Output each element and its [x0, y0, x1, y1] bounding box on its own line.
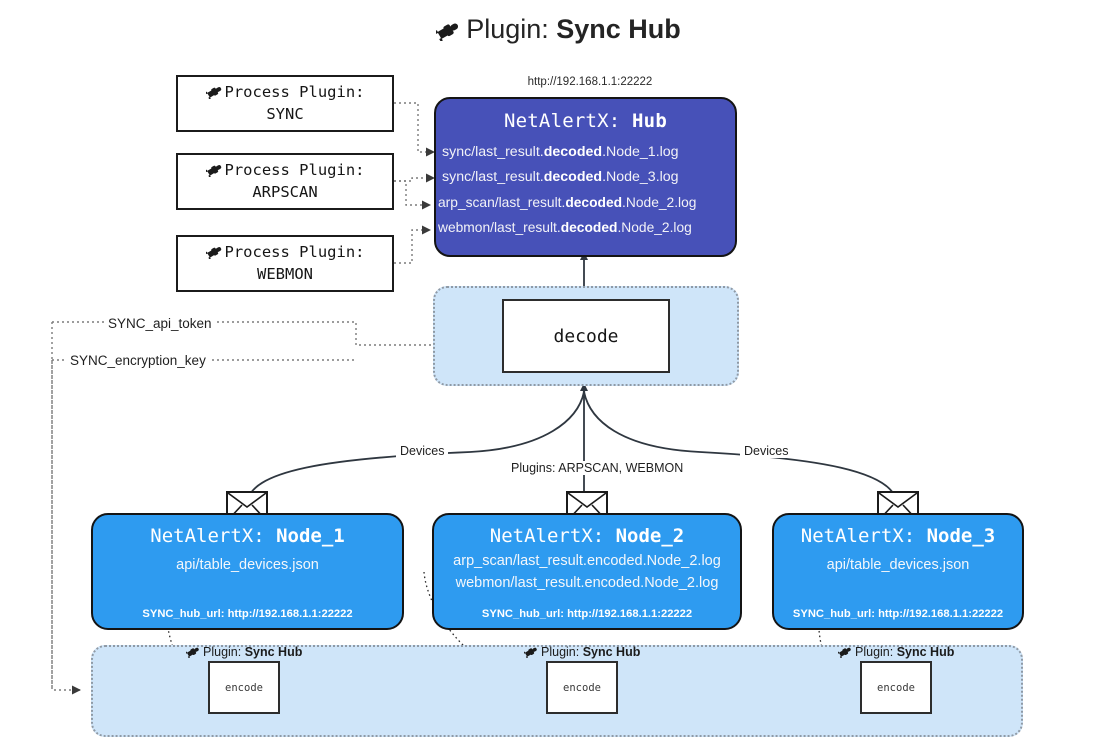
row-post: .Node_3.log: [602, 169, 679, 186]
process-plugin-arpscan[interactable]: Process Plugin: ARPSCAN: [176, 153, 394, 210]
label-sync-encryption-key: SYNC_encryption_key: [66, 353, 210, 368]
node-header-name: Node_1: [276, 525, 345, 547]
encode-3-caption: Plugin: Sync Hub: [837, 645, 955, 661]
node-3[interactable]: NetAlertX: Node_3 api/table_devices.json…: [772, 513, 1024, 630]
page-title: Plugin: Sync Hub: [0, 14, 1117, 48]
node-1-line: api/table_devices.json: [176, 557, 319, 573]
hub-row-list: sync/last_result.decoded.Node_1.log sync…: [436, 139, 735, 241]
node-2[interactable]: NetAlertX: Node_2 arp_scan/last_result.e…: [432, 513, 742, 630]
row-pre: webmon/last_result.: [438, 219, 561, 235]
title-prefix: Plugin:: [466, 14, 557, 44]
row-bold: decoded: [543, 169, 603, 186]
caption-prefix: Plugin:: [541, 645, 583, 659]
plug-icon: [204, 162, 224, 183]
hub-header-prefix: NetAlertX:: [504, 110, 633, 132]
process-plugin-arpscan-line2: ARPSCAN: [252, 182, 318, 201]
hub-node[interactable]: NetAlertX: Hub sync/last_result.decoded.…: [434, 97, 737, 257]
caption-name: Sync Hub: [896, 645, 955, 659]
plug-icon: [204, 84, 224, 105]
node-1-header: NetAlertX: Node_1: [93, 525, 402, 547]
row-pre: sync/last_result.: [442, 143, 544, 160]
node-2-header: NetAlertX: Node_2: [434, 525, 740, 547]
node-header-name: Node_3: [926, 525, 996, 547]
row-bold: decoded: [560, 219, 618, 235]
node-header-prefix: NetAlertX:: [800, 525, 927, 547]
node-2-line: webmon/last_result.encoded.Node_2.log: [455, 575, 719, 591]
node-3-line: api/table_devices.json: [826, 557, 970, 573]
caption-name: Sync Hub: [244, 645, 303, 659]
row-post: .Node_2.log: [617, 219, 692, 235]
encode-box-1[interactable]: encode: [208, 661, 280, 714]
node-header-prefix: NetAlertX:: [489, 525, 616, 547]
edge-label-devices-right: Devices: [740, 444, 793, 458]
hub-row: sync/last_result.decoded.Node_3.log: [436, 165, 735, 191]
hub-row: webmon/last_result.decoded.Node_2.log: [436, 215, 735, 240]
node-2-line: arp_scan/last_result.encoded.Node_2.log: [453, 553, 721, 569]
caption-prefix: Plugin:: [855, 645, 897, 659]
process-plugin-webmon-line1: Process Plugin:: [204, 242, 365, 265]
caption-prefix: Plugin:: [203, 645, 245, 659]
row-pre: arp_scan/last_result.: [438, 194, 566, 210]
hub-header: NetAlertX: Hub: [436, 110, 735, 132]
node-1[interactable]: NetAlertX: Node_1 api/table_devices.json…: [91, 513, 404, 630]
row-bold: decoded: [565, 194, 623, 210]
row-pre: sync/last_result.: [442, 169, 544, 186]
hub-row: sync/last_result.decoded.Node_1.log: [436, 139, 735, 165]
node-1-hub-url: SYNC_hub_url: http://192.168.1.1:22222: [142, 608, 353, 620]
plug-icon: [185, 645, 201, 661]
node-3-header: NetAlertX: Node_3: [774, 525, 1022, 547]
row-post: .Node_2.log: [622, 194, 697, 210]
node-header-prefix: NetAlertX:: [150, 525, 277, 547]
plug-icon: [837, 645, 853, 661]
process-plugin-sync-line2: SYNC: [266, 104, 304, 123]
process-plugin-webmon-line2: WEBMON: [257, 264, 313, 283]
node-3-hub-url: SYNC_hub_url: http://192.168.1.1:22222: [792, 608, 1004, 620]
hub-url-caption: http://192.168.1.1:22222: [527, 76, 653, 88]
caption-name: Sync Hub: [582, 645, 641, 659]
edge-label-plugins: Plugins: ARPSCAN, WEBMON: [507, 461, 688, 475]
row-post: .Node_1.log: [602, 143, 679, 160]
label-text: Process Plugin:: [224, 160, 365, 179]
node-header-name: Node_2: [615, 525, 685, 547]
process-plugin-sync[interactable]: Process Plugin: SYNC: [176, 75, 394, 132]
title-name: Sync Hub: [556, 14, 681, 44]
hub-header-name: Hub: [632, 110, 667, 132]
encode-box-3[interactable]: encode: [860, 661, 932, 714]
hub-row: arp_scan/last_result.decoded.Node_2.log: [436, 190, 735, 215]
label-text: Process Plugin:: [224, 242, 365, 261]
process-plugin-sync-line1: Process Plugin:: [204, 82, 365, 105]
plug-icon: [204, 244, 224, 265]
label-text: Process Plugin:: [224, 82, 365, 101]
encode-1-caption: Plugin: Sync Hub: [185, 645, 303, 661]
row-bold: decoded: [543, 143, 603, 160]
encode-2-caption: Plugin: Sync Hub: [523, 645, 641, 661]
label-sync-api-token: SYNC_api_token: [104, 316, 216, 331]
process-plugin-webmon[interactable]: Process Plugin: WEBMON: [176, 235, 394, 292]
edge-label-devices-left: Devices: [396, 444, 449, 458]
encode-box-2[interactable]: encode: [546, 661, 618, 714]
process-plugin-arpscan-line1: Process Plugin:: [204, 160, 365, 183]
node-2-hub-url: SYNC_hub_url: http://192.168.1.1:22222: [481, 608, 693, 620]
plug-icon: [523, 645, 539, 661]
decode-box[interactable]: decode: [502, 299, 670, 373]
plug-icon: [434, 17, 462, 48]
